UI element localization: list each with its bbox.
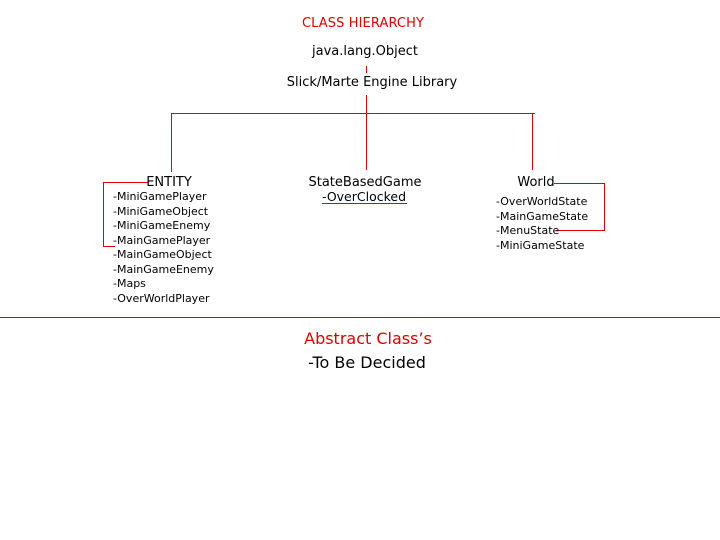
entity-bracket-side: [103, 182, 104, 247]
entity-bracket-bottom: [103, 246, 115, 247]
list-item: -MainGamePlayer: [113, 233, 211, 247]
world-node-title: World: [517, 175, 555, 190]
list-item: -MiniGameObject: [113, 204, 209, 218]
list-item: -MiniGamePlayer: [113, 190, 207, 203]
root-to-engine-connector: [366, 66, 367, 73]
world-bracket-side: [604, 183, 605, 231]
list-item: -MiniGameEnemy: [113, 219, 211, 232]
list-item: -OverWorldState: [496, 195, 588, 208]
abstract-classes-status: -To Be Decided: [308, 353, 426, 372]
world-subclass-list: -OverWorldState -MainGameState -MenuStat…: [496, 195, 588, 253]
world-bracket-bottom: [556, 230, 605, 231]
world-bracket-top: [554, 183, 605, 184]
entity-bracket-top: [103, 182, 148, 183]
sbg-subclass-underline: [322, 203, 407, 204]
entity-branch-connector: [171, 113, 172, 172]
list-item: -OverWorldPlayer: [113, 291, 210, 305]
branch-horizontal-connector: [171, 113, 535, 114]
world-branch-connector: [532, 113, 533, 170]
engine-library-label: Slick/Marte Engine Library: [286, 75, 458, 90]
diagram-title: CLASS HIERARCHY: [301, 16, 425, 31]
abstract-classes-heading: Abstract Class’s: [304, 329, 432, 348]
overclocked-subclass-label: -OverClocked: [321, 189, 407, 204]
root-class-label: java.lang.Object: [312, 44, 418, 59]
list-item: -MainGameObject: [113, 248, 212, 261]
entity-subclass-list: -MiniGamePlayer -MiniGameObject -MiniGam…: [113, 190, 214, 306]
state-based-game-node-title: StateBasedGame: [308, 175, 422, 190]
list-item: -MenuState: [496, 224, 560, 237]
list-item: -MainGameState: [496, 209, 589, 223]
list-item: -MiniGameState: [496, 238, 585, 252]
engine-drop-connector: [366, 95, 367, 113]
entity-node-title: ENTITY: [146, 175, 192, 190]
sbg-branch-connector: [366, 113, 367, 170]
list-item: -Maps: [113, 277, 146, 290]
section-divider: [0, 317, 720, 318]
list-item: -MainGameEnemy: [113, 262, 214, 276]
